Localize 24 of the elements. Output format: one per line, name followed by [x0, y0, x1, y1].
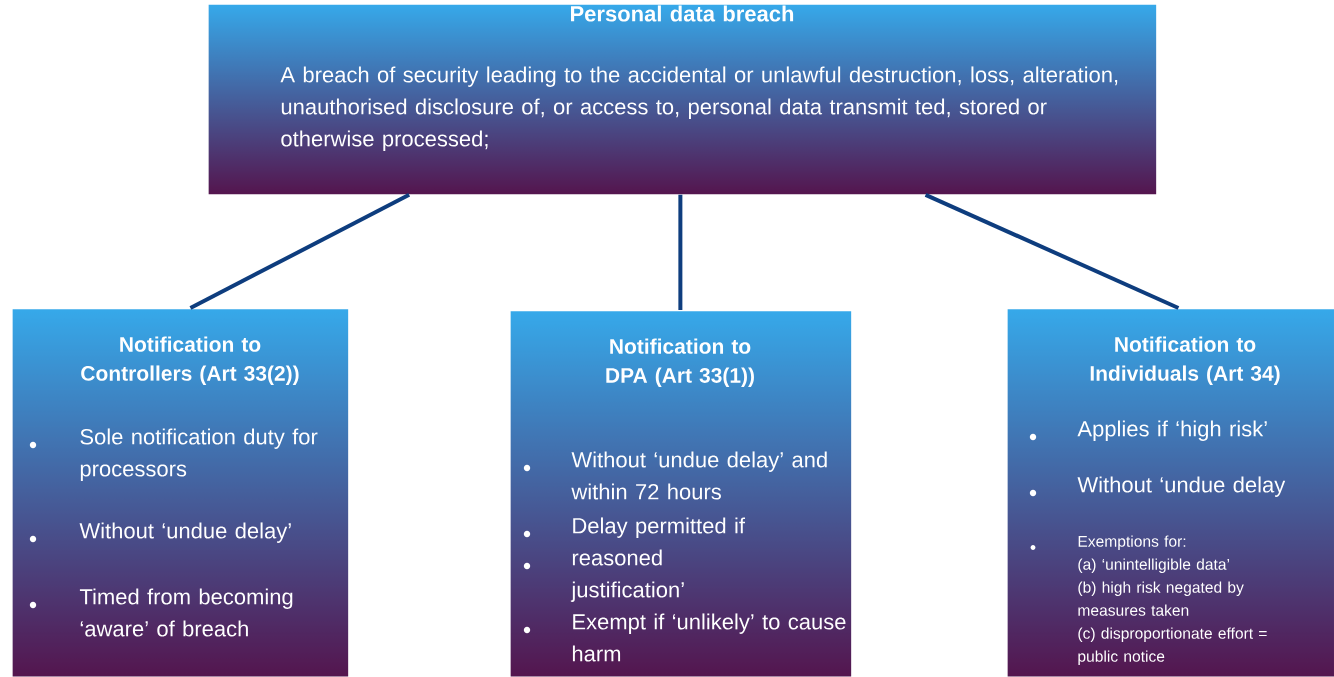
notification-box: [29, 336, 318, 637]
box-heading: Notification to Controllers (Art 33(2)): [81, 336, 299, 385]
box-heading: Notification to DPA (Art 33(1)): [606, 338, 754, 387]
connector-line: [189, 193, 411, 310]
bullet-item: Sole notification duty for processors: [29, 428, 318, 481]
exemption-item: (a) ‘unintelligible data’: [1078, 558, 1229, 573]
bullet-item: Exempt if ‘unlikely’ to cause harm: [523, 613, 846, 662]
exemption-item: (b) high risk negated by measures taken: [1078, 581, 1244, 616]
bullet-item: Applies if ‘high risk’: [1029, 420, 1267, 441]
description-text: A breach of security leading to the accidental or unlawful destruction, loss, alteration, unauthorised disclosure of, or access to, personal data transmit ted, stored or otherwise processed;: [280, 66, 1118, 151]
bullet-item: Without ‘undue delay’: [29, 522, 291, 543]
exemption-item: (c) disproportionate effort = public notice: [1078, 627, 1267, 665]
notification-box: [523, 338, 846, 662]
bullet-item: Timed from becoming ‘aware’ of breach: [29, 588, 293, 637]
connector-line: [678, 194, 683, 310]
connector-line: [924, 193, 1180, 310]
bullet-item: Delay permitted if: [523, 517, 745, 538]
bullet-item: Exemptions for:: [1030, 535, 1186, 550]
notification-box: [1029, 336, 1286, 665]
box-heading: Personal data breach: [571, 5, 794, 22]
box-heading: Notification to Individuals (Art 34): [1090, 336, 1280, 385]
bullet-item: reasoned justification’: [523, 549, 684, 602]
bullet-item: Without ‘undue delay’ and within 72 hours: [523, 451, 827, 500]
bullet-item: Without ‘undue delay: [1029, 476, 1286, 497]
